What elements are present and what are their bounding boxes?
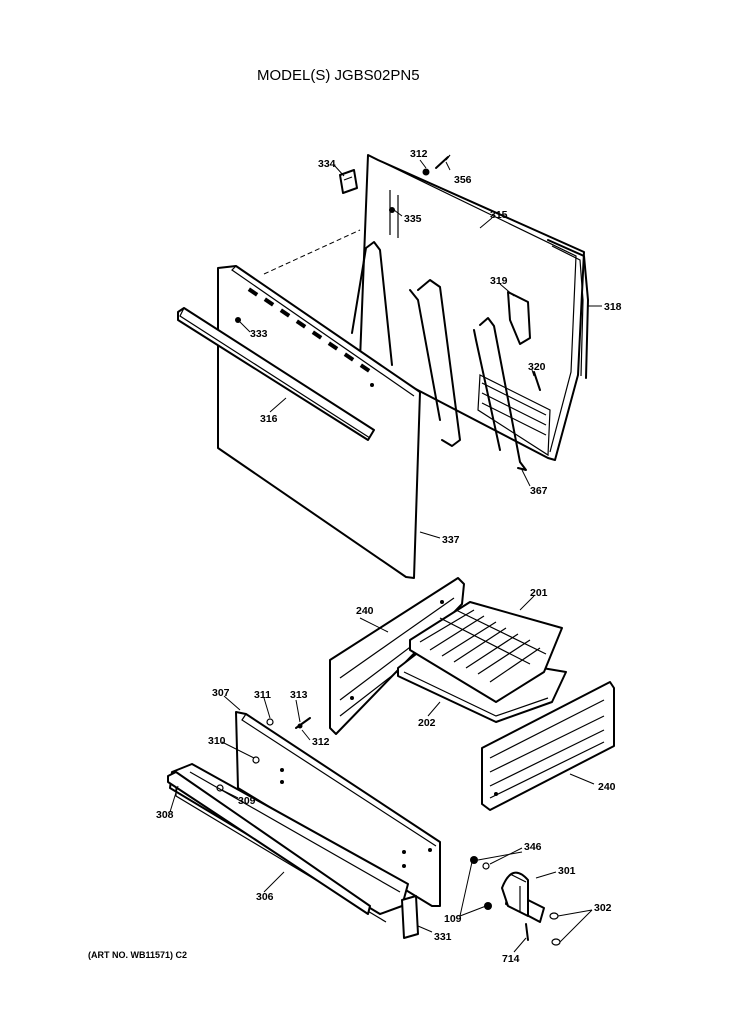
label-714: 714 [502,953,520,965]
drawer-end-cap-331 [401,895,419,939]
screw-333 [235,317,241,323]
label-337: 337 [442,534,460,546]
label-331: 331 [434,931,452,943]
art-number-footer: (ART NO. WB11571) C2 [88,950,187,960]
label-309: 309 [238,795,256,807]
label-109: 109 [444,913,462,925]
roller-109-top [470,856,478,864]
screw-356 [435,154,451,169]
broiler-grid-201 [409,601,563,703]
label-202: 202 [418,717,436,729]
label-356: 356 [454,174,472,186]
drawer-handle-308 [167,771,371,915]
label-313: 313 [290,689,308,701]
screw-714 [525,923,529,941]
screw-312-top [422,168,430,176]
label-318: 318 [604,301,622,313]
clip-335 [389,207,395,213]
label-333: 333 [250,328,268,340]
label-308: 308 [156,809,174,821]
nut-302 [549,912,561,946]
label-320: 320 [528,361,546,373]
door-handle-316 [177,307,375,441]
label-316: 316 [260,413,278,425]
label-334: 334 [318,158,336,170]
label-319: 319 [490,275,508,287]
label-307: 307 [212,687,230,699]
label-301: 301 [558,865,576,877]
label-201: 201 [530,587,548,599]
label-367: 367 [530,485,548,497]
leader-lines [169,159,602,953]
drawer-panel-307 [235,711,441,907]
hinge-334 [339,169,358,194]
model-title: MODEL(S) JGBS02PN5 [257,67,420,84]
label-346: 346 [524,841,542,853]
label-311: 311 [254,689,271,701]
label-302: 302 [594,902,612,914]
label-315: 315 [490,209,508,221]
outer-door-panel [217,265,421,579]
label-335: 335 [404,213,422,225]
screw-320 [533,371,541,391]
door-gasket-318 [547,239,589,379]
label-240-left: 240 [356,605,374,617]
door-vent-slots [247,287,374,387]
label-310: 310 [208,735,226,747]
broiler-side-rail-240-right [481,681,615,811]
door-handle-holder-wires [351,241,527,471]
label-312-top: 312 [410,148,428,160]
slide-bracket-301 [501,871,545,923]
label-240-right: 240 [598,781,616,793]
washer-346 [482,862,490,870]
roller-109-bottom [484,902,492,910]
drawer-small-parts [216,717,311,792]
label-312-bottom: 312 [312,736,330,748]
assembly-line [263,229,361,275]
label-306: 306 [256,891,274,903]
inner-door-panel [359,154,585,461]
